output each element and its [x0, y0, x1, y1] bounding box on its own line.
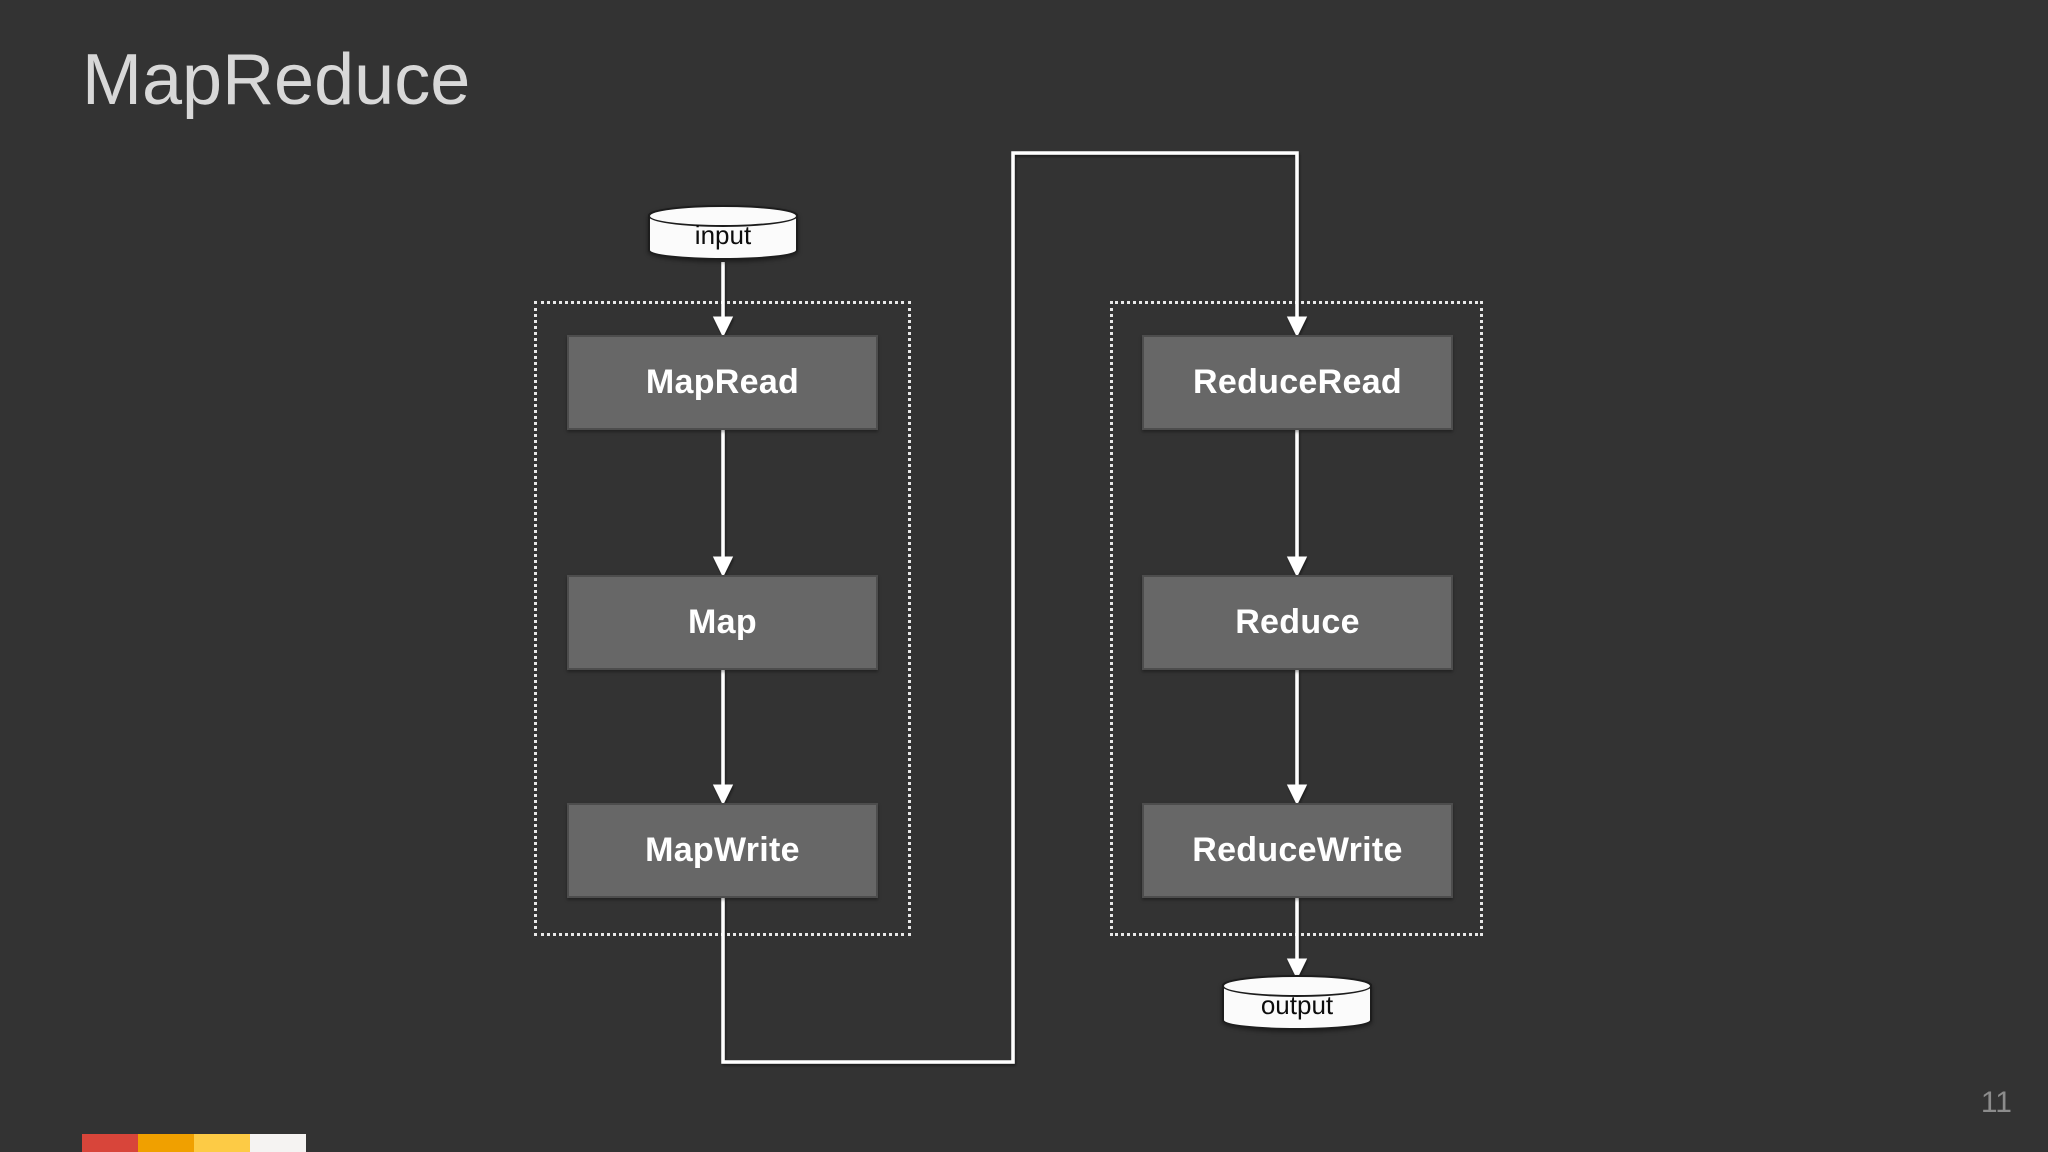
node-mapwrite[interactable]: MapWrite — [567, 803, 878, 898]
datastore-output-cylinder[interactable]: output — [1222, 975, 1372, 1030]
node-reduceread[interactable]: ReduceRead — [1142, 335, 1453, 430]
accent-segment-1 — [82, 1134, 138, 1152]
node-reduce[interactable]: Reduce — [1142, 575, 1453, 670]
accent-bar — [82, 1134, 306, 1152]
page-number: 11 — [1980, 1086, 2012, 1119]
node-reducewrite[interactable]: ReduceWrite — [1142, 803, 1453, 898]
node-map[interactable]: Map — [567, 575, 878, 670]
accent-segment-2 — [138, 1134, 194, 1152]
datastore-output-label: output — [1260, 990, 1334, 1020]
node-mapread[interactable]: MapRead — [567, 335, 878, 430]
datastore-input-label: input — [694, 220, 752, 250]
datastore-input-cylinder[interactable]: input — [648, 205, 798, 260]
accent-segment-3 — [194, 1134, 250, 1152]
accent-segment-4 — [250, 1134, 306, 1152]
page-title: MapReduce — [82, 40, 471, 120]
